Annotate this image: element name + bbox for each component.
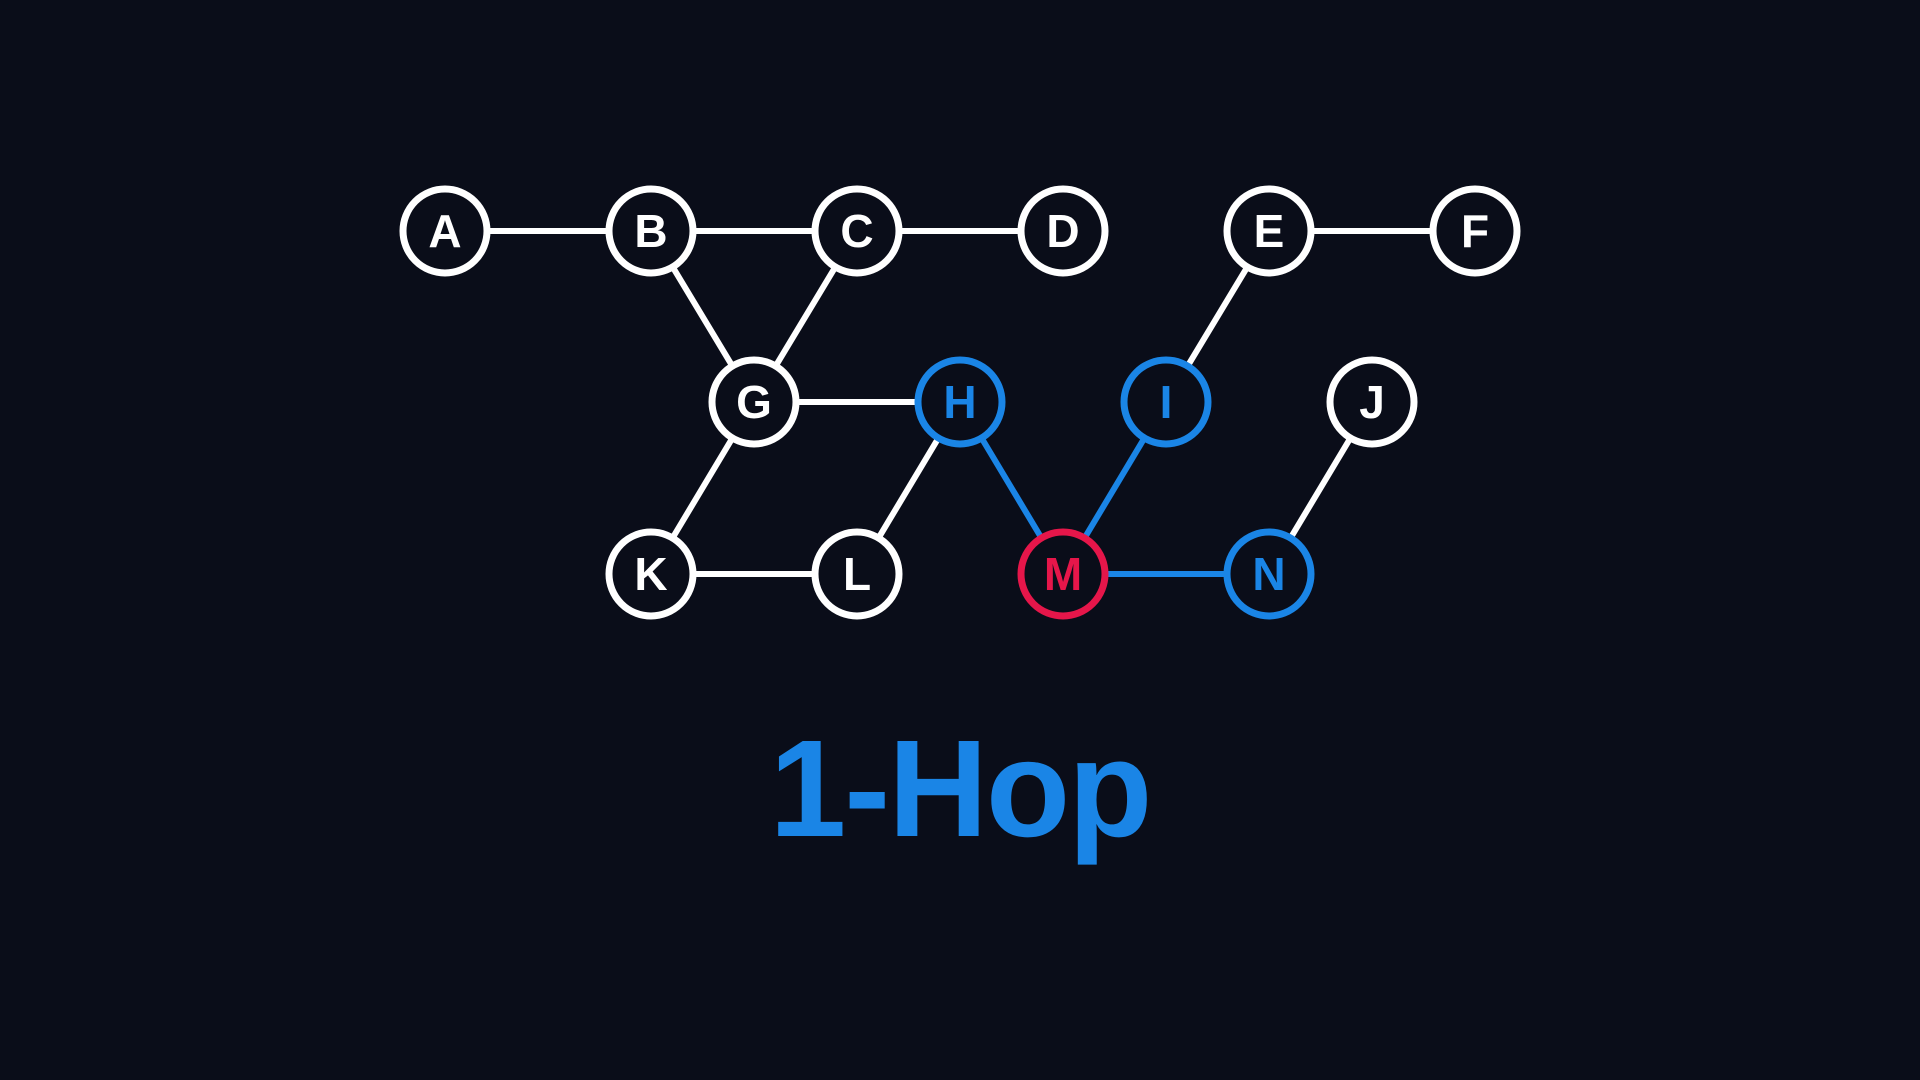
node-j-circle <box>1326 356 1418 448</box>
node-m-label: M <box>1044 548 1082 600</box>
node-n: N <box>1223 528 1315 620</box>
node-c-label: C <box>840 205 873 257</box>
node-i-label: I <box>1160 376 1173 428</box>
node-g-label: G <box>736 376 772 428</box>
node-a-circle <box>399 185 491 277</box>
node-f: F <box>1429 185 1521 277</box>
node-m: M <box>1017 528 1109 620</box>
node-a-label: A <box>428 205 461 257</box>
node-d-label: D <box>1046 205 1079 257</box>
node-g-circle <box>708 356 800 448</box>
node-h-label: H <box>943 376 976 428</box>
node-l-circle <box>811 528 903 620</box>
node-b: B <box>605 185 697 277</box>
node-a: A <box>399 185 491 277</box>
node-b-circle <box>605 185 697 277</box>
node-f-label: F <box>1461 205 1489 257</box>
node-j-label: J <box>1359 376 1385 428</box>
node-j: J <box>1326 356 1418 448</box>
node-g: G <box>708 356 800 448</box>
node-k-label: K <box>634 548 667 600</box>
node-d-circle <box>1017 185 1109 277</box>
node-l: L <box>811 528 903 620</box>
node-e-label: E <box>1254 205 1285 257</box>
node-e-circle <box>1223 185 1315 277</box>
node-h-circle <box>914 356 1006 448</box>
node-c-circle <box>811 185 903 277</box>
node-k-circle <box>605 528 697 620</box>
node-b-label: B <box>634 205 667 257</box>
node-n-label: N <box>1252 548 1285 600</box>
node-f-circle <box>1429 185 1521 277</box>
node-i: I <box>1120 356 1212 448</box>
node-d: D <box>1017 185 1109 277</box>
node-i-circle <box>1120 356 1212 448</box>
nodes-layer: A B C D E F G H I J K L M N <box>399 185 1521 620</box>
node-c: C <box>811 185 903 277</box>
node-k: K <box>605 528 697 620</box>
node-n-circle <box>1223 528 1315 620</box>
node-l-label: L <box>843 548 871 600</box>
hop-title: 1-Hop <box>769 712 1153 866</box>
node-h: H <box>914 356 1006 448</box>
node-e: E <box>1223 185 1315 277</box>
node-m-circle <box>1017 528 1109 620</box>
